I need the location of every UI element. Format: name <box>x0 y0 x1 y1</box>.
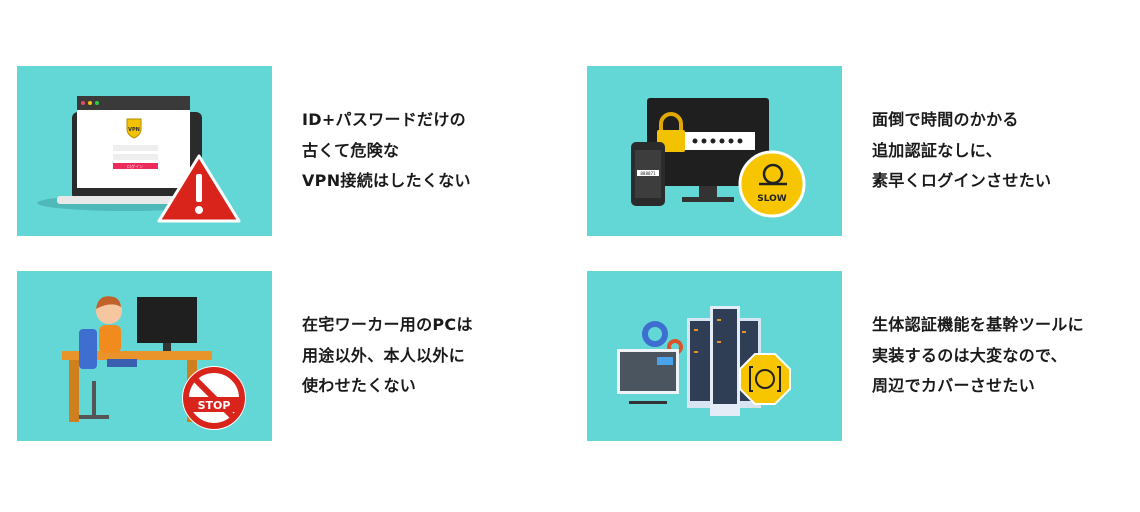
vpn-badge-text: VPN <box>128 127 140 133</box>
feature-text: 生体認証機能を基幹ツールに 実装するのは大変なので、 周辺でカバーさせたい <box>872 310 1084 402</box>
feature-card-home-worker: STOP 在宅ワーカー用のPCは 用途以外、本人以外に 使わせたくない <box>17 271 577 441</box>
feature-line: 用途以外、本人以外に <box>302 345 466 365</box>
feature-line: 在宅ワーカー用のPCは <box>302 315 473 334</box>
stop-badge-text: STOP <box>198 399 231 412</box>
otp-code: 888871 <box>640 171 656 176</box>
feature-text: 在宅ワーカー用のPCは 用途以外、本人以外に 使わせたくない <box>302 310 473 402</box>
feature-line: 面倒で時間のかかる <box>872 110 1019 129</box>
feature-line: ID+パスワードだけの <box>302 110 466 129</box>
monitor-lock-slow-illustration: 888871 SLOW <box>587 66 842 236</box>
feature-line: 周辺でカバーさせたい <box>872 376 1036 395</box>
feature-line: 古くて危険な <box>302 140 400 160</box>
home-worker-stop-illustration: STOP <box>17 271 272 441</box>
feature-card-vpn: VPN ログイン ID+パスワードだけの 古くて危険な VPN接続はしたくない <box>17 66 577 236</box>
laptop-vpn-warning-illustration: VPN ログイン <box>17 66 272 236</box>
login-button-text: ログイン <box>127 163 143 169</box>
servers-face-id-illustration <box>587 271 842 441</box>
feature-line: VPN接続はしたくない <box>302 171 471 190</box>
feature-card-biometric: 生体認証機能を基幹ツールに 実装するのは大変なので、 周辺でカバーさせたい <box>587 271 1140 441</box>
feature-text: ID+パスワードだけの 古くて危険な VPN接続はしたくない <box>302 105 471 197</box>
slow-badge-text: SLOW <box>757 194 787 204</box>
feature-line: 使わせたくない <box>302 376 417 395</box>
feature-text: 面倒で時間のかかる 追加認証なしに、 素早くログインさせたい <box>872 105 1051 197</box>
feature-line: 実装するのは大変なので、 <box>872 345 1067 365</box>
feature-line: 追加認証なしに、 <box>872 140 1002 160</box>
feature-line: 素早くログインさせたい <box>872 171 1052 190</box>
feature-card-quick-login: 888871 SLOW 面倒で時間のかかる 追加認証なしに、 素早くログインさせ… <box>587 66 1140 236</box>
feature-line: 生体認証機能を基幹ツールに <box>872 315 1084 334</box>
